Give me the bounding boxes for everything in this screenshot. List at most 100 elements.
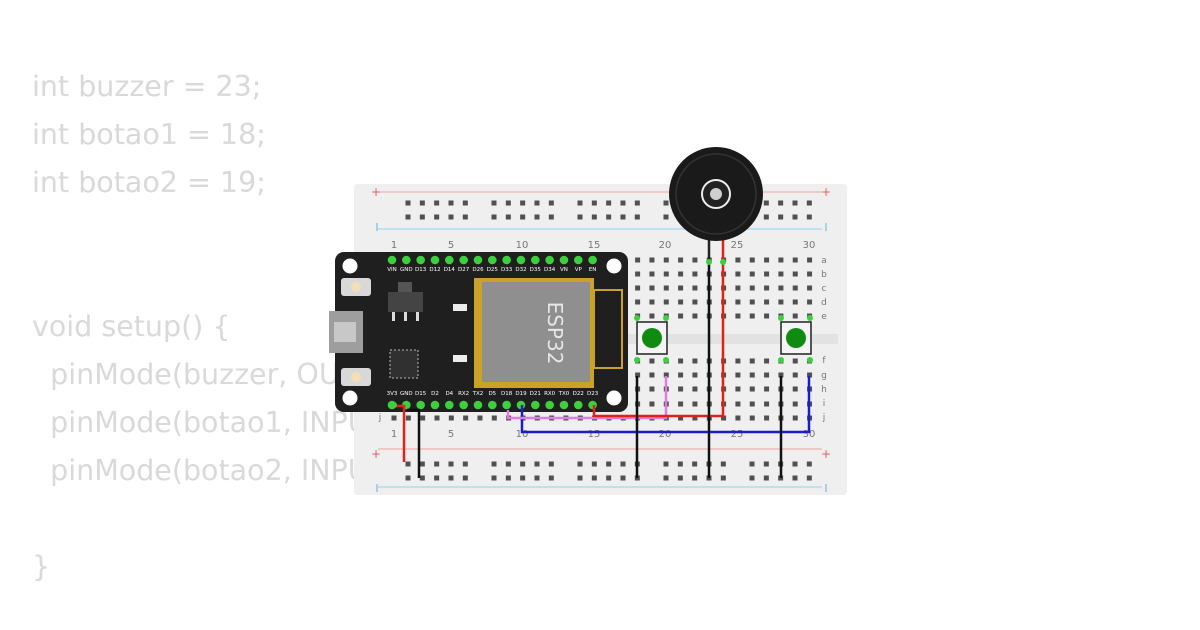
- breadboard-hole: [807, 372, 813, 378]
- breadboard-hole: [591, 214, 597, 220]
- breadboard-hole: [792, 313, 798, 319]
- breadboard-hole: [577, 461, 583, 467]
- breadboard-hole: [692, 358, 698, 364]
- breadboard-hole: [591, 200, 597, 206]
- esp32-pin[interactable]: [445, 400, 454, 410]
- breadboard-hole: [620, 461, 626, 467]
- esp32-pin-label: TX0: [558, 391, 570, 397]
- breadboard-hole: [491, 214, 497, 220]
- mounting-hole: [606, 390, 622, 406]
- breadboard-hole: [577, 214, 583, 220]
- breadboard-hole: [692, 415, 698, 421]
- esp32-pin-label: RX0: [544, 391, 556, 397]
- breadboard-hole: [491, 461, 497, 467]
- esp32-pin-label: D34: [544, 267, 556, 273]
- button-cap[interactable]: [786, 328, 806, 348]
- breadboard-hole: [735, 401, 741, 407]
- button-leg: [634, 357, 640, 363]
- breadboard-hole: [448, 415, 454, 421]
- breadboard-hole: [692, 285, 698, 291]
- esp32-pin[interactable]: [416, 255, 425, 265]
- esp32-pin[interactable]: [516, 255, 526, 265]
- breadboard-hole: [778, 200, 784, 206]
- breadboard-hole: [491, 475, 497, 481]
- connection-dot: [706, 259, 712, 265]
- row-letter: h: [821, 385, 827, 395]
- esp32-pin[interactable]: [531, 400, 540, 410]
- esp32-pin-label: D25: [487, 267, 499, 273]
- esp32-pin[interactable]: [473, 400, 483, 410]
- breadboard-hole: [462, 214, 468, 220]
- esp32-pin[interactable]: [502, 400, 511, 410]
- esp32-pin[interactable]: [545, 255, 554, 265]
- breadboard-hole: [534, 475, 540, 481]
- smd-component: [453, 304, 467, 311]
- row-letter: f: [822, 356, 826, 366]
- breadboard-hole: [649, 299, 655, 305]
- esp32-pin[interactable]: [445, 255, 454, 265]
- breadboard-hole: [749, 475, 755, 481]
- breadboard-hole: [635, 285, 641, 291]
- push-button-2[interactable]: [778, 315, 813, 363]
- breadboard-hole: [434, 475, 440, 481]
- esp32-pin[interactable]: [502, 255, 511, 265]
- breadboard-hole: [635, 271, 641, 277]
- breadboard-hole: [678, 271, 684, 277]
- esp32-pin[interactable]: [459, 255, 468, 265]
- breadboard-hole: [577, 200, 583, 206]
- breadboard-hole: [534, 214, 540, 220]
- breadboard-hole: [606, 200, 612, 206]
- chip-label: ESP32: [543, 302, 567, 365]
- esp32-pin[interactable]: [573, 255, 583, 265]
- column-number: 15: [588, 240, 601, 251]
- buzzer[interactable]: [669, 147, 763, 262]
- esp32-pin[interactable]: [473, 255, 483, 265]
- esp32-pin[interactable]: [416, 400, 425, 410]
- esp32-pin[interactable]: [573, 400, 583, 410]
- breadboard-hole: [763, 461, 769, 467]
- breadboard-hole: [807, 257, 813, 263]
- breadboard-hole: [792, 214, 798, 220]
- esp32-pin[interactable]: [459, 400, 468, 410]
- wire-black-gnd[interactable]: [407, 408, 421, 478]
- esp32-pin[interactable]: [488, 400, 497, 410]
- esp32-pin[interactable]: [531, 255, 540, 265]
- esp32-pin[interactable]: [588, 400, 597, 410]
- esp32-pin[interactable]: [430, 255, 440, 265]
- breadboard-hole: [792, 271, 798, 277]
- push-button-1[interactable]: [634, 315, 669, 363]
- esp32-pin[interactable]: [430, 400, 440, 410]
- esp32-pin-label: D12: [429, 267, 440, 273]
- breadboard-hole: [548, 461, 554, 467]
- esp32-pin[interactable]: [402, 255, 411, 265]
- esp32-pin[interactable]: [545, 400, 554, 410]
- esp32-pin-label: D2: [431, 391, 439, 397]
- breadboard-hole: [520, 475, 526, 481]
- breadboard-hole: [405, 214, 411, 220]
- column-number: 25: [731, 240, 744, 251]
- esp32-pin[interactable]: [488, 255, 497, 265]
- breadboard-hole: [763, 214, 769, 220]
- esp32-pin[interactable]: [588, 255, 597, 265]
- breadboard-hole: [420, 415, 426, 421]
- breadboard-hole: [591, 475, 597, 481]
- breadboard-hole: [778, 372, 784, 378]
- breadboard-hole: [548, 200, 554, 206]
- usb-port-inner: [334, 322, 356, 342]
- breadboard-hole: [692, 313, 698, 319]
- breadboard-hole: [692, 386, 698, 392]
- breadboard-hole: [735, 386, 741, 392]
- breadboard-hole: [620, 200, 626, 206]
- wire-pink-d18[interactable]: [506, 376, 668, 420]
- esp32-pin[interactable]: [559, 400, 569, 410]
- esp32-pin[interactable]: [387, 255, 397, 265]
- wire-red-3v3[interactable]: [394, 404, 406, 462]
- breadboard-hole: [764, 271, 770, 277]
- voltage-regulator: [388, 292, 423, 312]
- code-line: void setup() {: [32, 310, 231, 343]
- wire-red-d23[interactable]: [592, 262, 725, 418]
- row-letter: c: [822, 284, 827, 294]
- button-cap[interactable]: [642, 328, 662, 348]
- esp32-pin[interactable]: [559, 255, 569, 265]
